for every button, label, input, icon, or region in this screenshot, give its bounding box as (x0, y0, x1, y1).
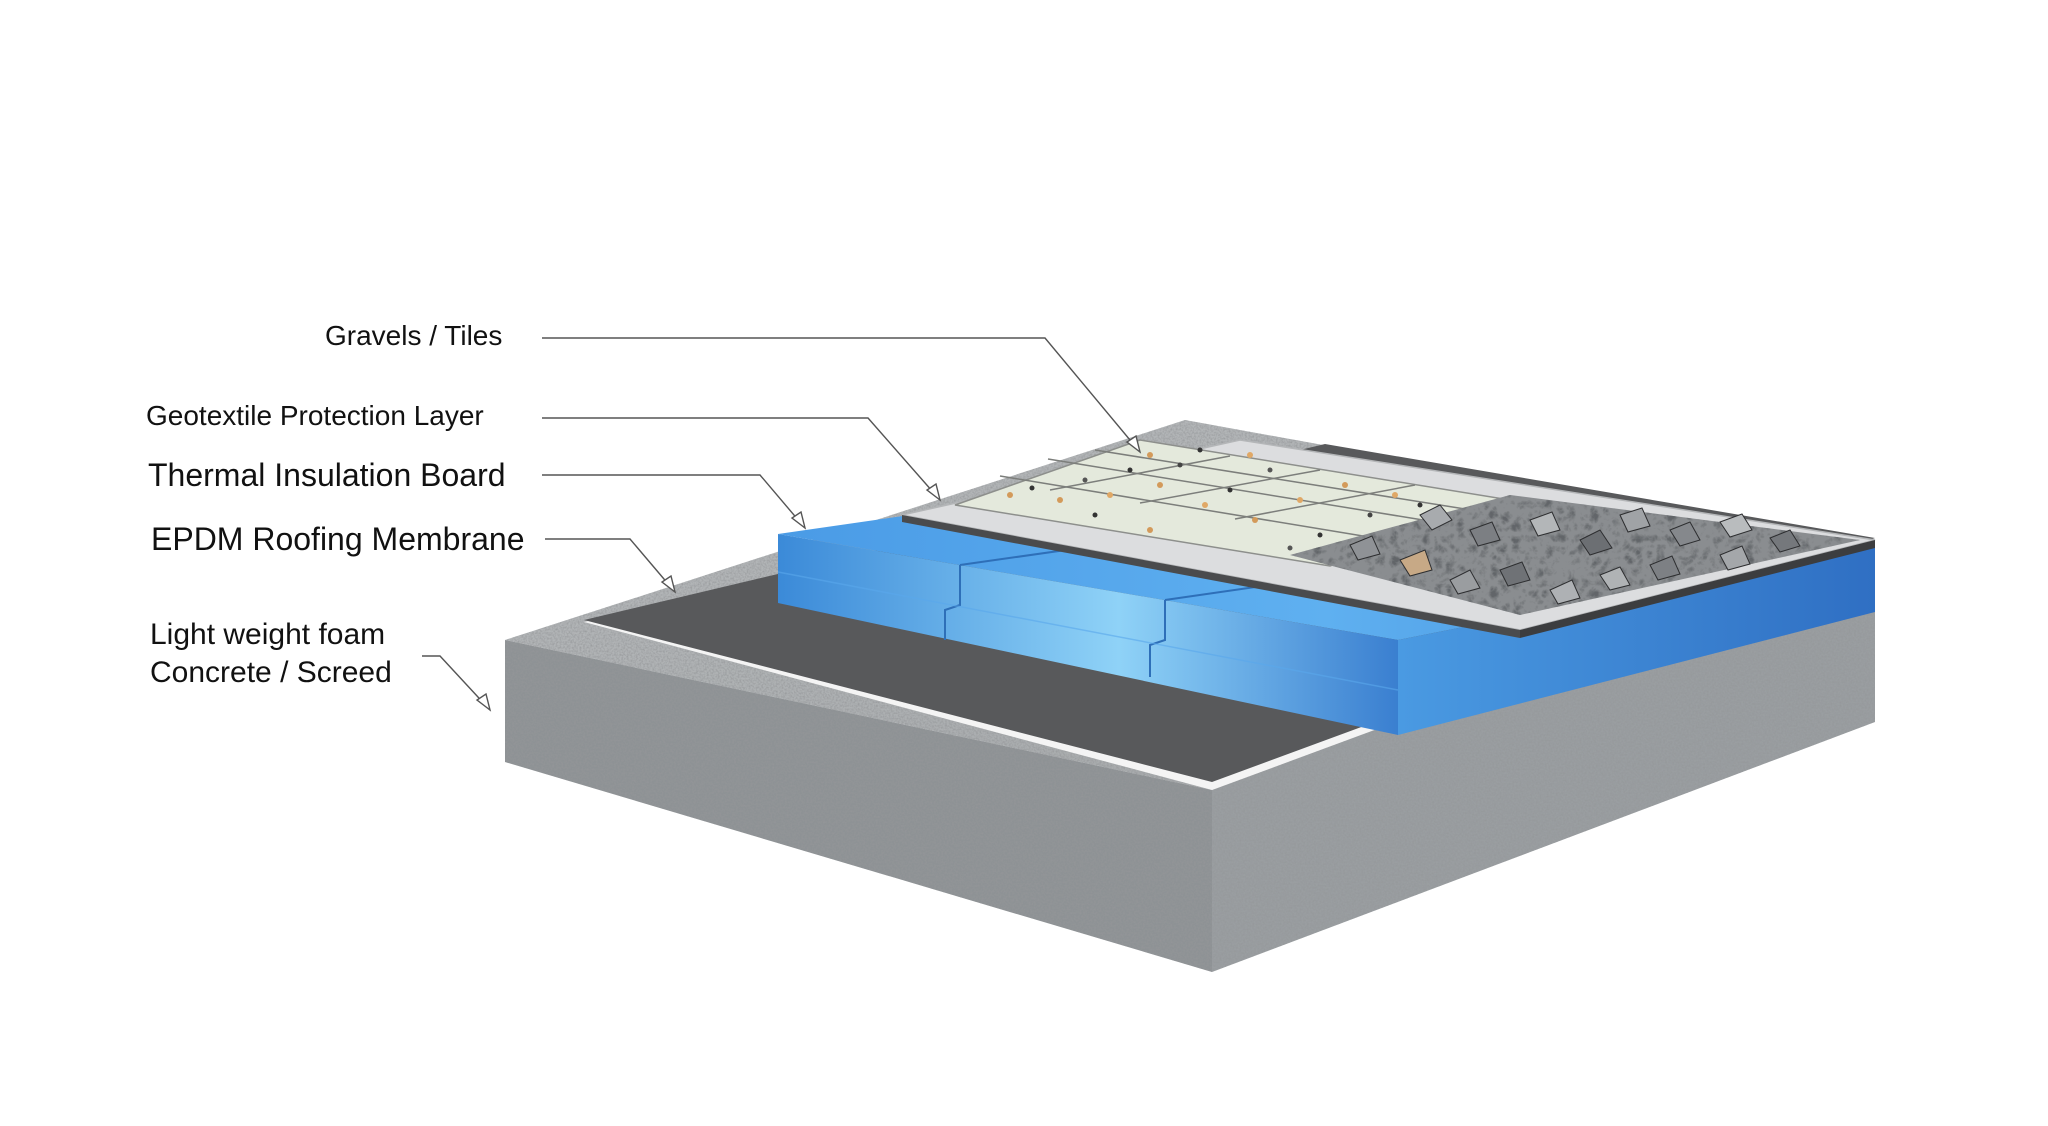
label-gravels-tiles: Gravels / Tiles (325, 320, 503, 351)
arrow-geotextile (925, 482, 942, 502)
insulation-side-face (1398, 545, 1875, 735)
tile-flecks (1007, 447, 1423, 551)
insulation-front-joint-1 (944, 565, 961, 640)
geotextile-side-edge (1520, 540, 1875, 638)
leader-gravels-tiles (542, 337, 1141, 453)
label-foam-concrete-line1: Light weight foam (150, 618, 386, 651)
label-foam-concrete-line2: Concrete / Screed (150, 655, 392, 689)
tile-grid (999, 449, 1466, 539)
leader-lines (422, 337, 1142, 712)
leader-geotextile (542, 417, 941, 501)
arrow-gravels-tiles (1125, 434, 1142, 454)
arrow-epdm-membrane (660, 574, 677, 594)
leader-thermal-insulation (542, 474, 806, 529)
gravel-bed (1290, 495, 1860, 615)
gravel-stones (1349, 504, 1801, 605)
label-foam-concrete: Light weight foam Concrete / Screed (150, 616, 392, 691)
leader-foam-concrete (422, 655, 491, 711)
arrow-foam-concrete (475, 692, 492, 712)
label-epdm-membrane: EPDM Roofing Membrane (151, 521, 525, 557)
concrete-front-face (505, 640, 1212, 972)
geotextile-dark-edge (902, 515, 1520, 638)
insulation-front-joint-2 (1149, 600, 1166, 677)
insulation-front-face (778, 534, 1398, 735)
leader-epdm-membrane (545, 538, 676, 593)
label-thermal-insulation: Thermal Insulation Board (148, 457, 506, 493)
arrow-thermal-insulation (790, 510, 807, 530)
label-geotextile: Geotextile Protection Layer (146, 400, 484, 431)
